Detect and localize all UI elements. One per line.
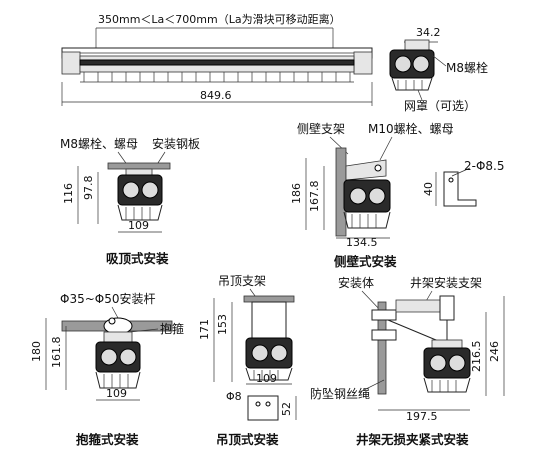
shaft-inner-height: 216.5	[470, 341, 483, 373]
hoop-outer-height: 180	[30, 341, 43, 362]
hoop-mount-view: Φ35~Φ50安装杆 抱箍 180 161.8 109 抱箍式安装	[30, 291, 184, 447]
wall-outer-height: 186	[290, 183, 303, 204]
hoop-label: 抱箍	[160, 321, 184, 336]
shaft-outer-height: 246	[488, 341, 501, 362]
wall-mount-caption: 侧壁式安装	[334, 254, 397, 269]
shaft-width: 197.5	[406, 410, 438, 423]
shaft-mount-caption: 井架无损夹紧式安装	[356, 432, 469, 447]
hang-outer-height: 171	[198, 319, 211, 340]
hang-bracket-width: 52	[280, 402, 293, 416]
hoop-pole-label: Φ35~Φ50安装杆	[60, 291, 156, 306]
hang-width: 109	[256, 372, 277, 385]
wall-bracket-height: 40	[422, 182, 435, 196]
long-lamp-view: 350mm＜La＜700mm（La为滑块可移动距离） 849.6	[61, 12, 373, 106]
ceiling-mount-view: M8螺栓、螺母 安装钢板 116 97.8 109 吸顶式安装	[60, 136, 200, 266]
hoop-mount-caption: 抱箍式安装	[76, 432, 139, 447]
wall-width: 134.5	[346, 236, 378, 249]
shaft-wire-label: 防坠钢丝绳	[310, 386, 370, 401]
slide-range-label: 350mm＜La＜700mm（La为滑块可移动距离）	[98, 12, 341, 26]
guard-label: 网罩（可选）	[404, 99, 476, 113]
bolt-label-m8: M8螺栓	[446, 60, 488, 75]
ceiling-outer-height: 116	[62, 183, 75, 204]
ceiling-inner-height: 97.8	[82, 176, 95, 201]
hanging-mount-caption: 吊顶式安装	[216, 432, 279, 447]
ceiling-bolt-label: M8螺栓、螺母	[60, 136, 138, 151]
wall-hole-label: 2-Φ8.5	[464, 159, 505, 173]
ceiling-mount-caption: 吸顶式安装	[106, 251, 169, 266]
hang-inner-height: 153	[216, 314, 229, 335]
wall-bracket-label: 侧壁支架	[297, 121, 345, 136]
hoop-inner-height: 161.8	[50, 337, 63, 369]
lamp-side-view: 34.2 M8螺栓 网罩（可选）	[389, 26, 488, 113]
ceiling-width: 109	[128, 219, 149, 232]
hoop-width: 109	[106, 387, 127, 400]
hang-hole-label: Φ8	[226, 390, 242, 403]
hang-bracket-label: 吊顶支架	[218, 274, 266, 288]
length-dimension: 849.6	[200, 89, 232, 102]
shaft-mount-view: 安装体 井架安装支架 防坠钢丝绳 216.5 246 197.5 井架无损夹紧式…	[310, 275, 505, 447]
wall-mount-view: 侧壁支架 M10螺栓、螺母 186 167.8 134.5 2-Φ8.5 40 …	[290, 121, 505, 269]
wall-bolt-label: M10螺栓、螺母	[368, 121, 454, 136]
shaft-body-label: 安装体	[338, 275, 374, 290]
shaft-bracket-label: 井架安装支架	[410, 275, 482, 290]
hanging-mount-view: 吊顶支架 171 153 109 Φ8 52 吊顶式安装	[198, 274, 297, 447]
side-width-dimension: 34.2	[416, 26, 441, 39]
ceiling-plate-label: 安装钢板	[152, 136, 200, 151]
wall-inner-height: 167.8	[308, 181, 321, 213]
